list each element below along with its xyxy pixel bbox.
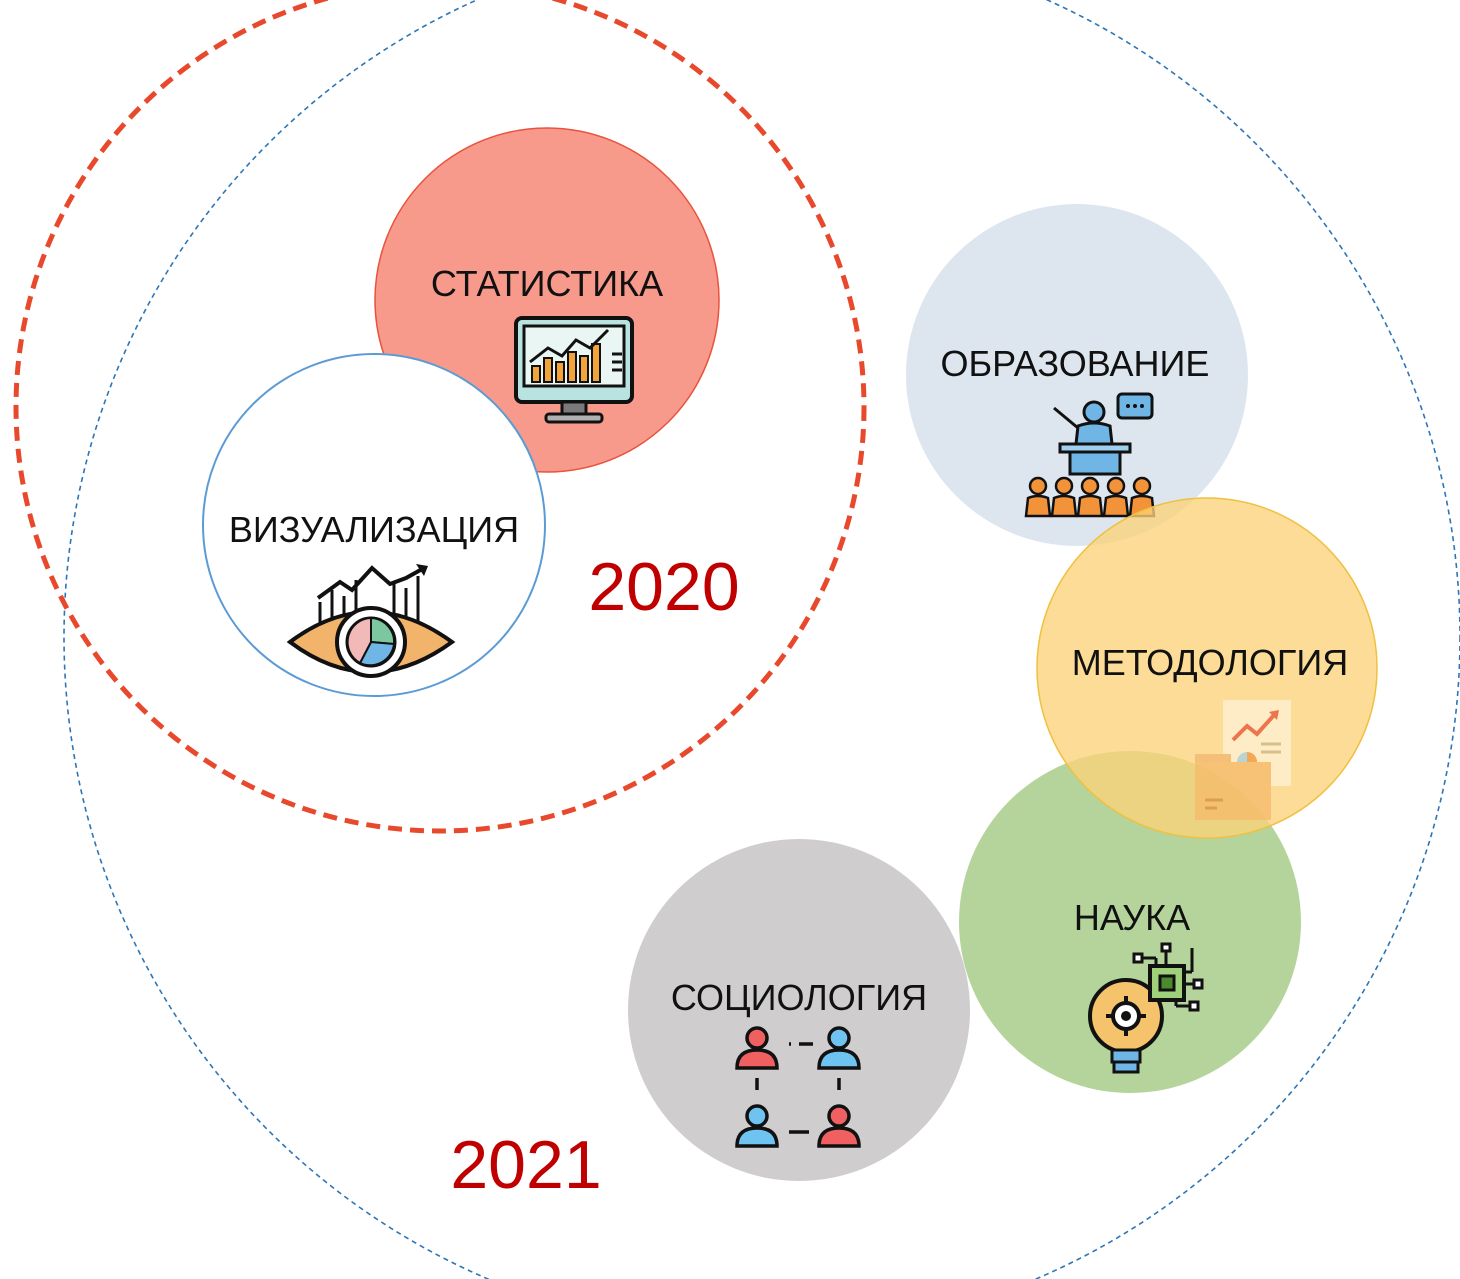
topic-sociologia: СОЦИОЛОГИЯ [628, 839, 970, 1181]
people-network-icon [735, 1026, 861, 1148]
topic-metodologia: МЕТОДОЛОГИЯ [1036, 497, 1378, 839]
lightbulb-chip-icon [1088, 942, 1204, 1074]
monitor-chart-icon [514, 316, 634, 424]
year-2020-boundary [13, 0, 867, 834]
topic-vizualizacia-label: ВИЗУАЛИЗАЦИЯ [229, 509, 519, 550]
topic-obrazovanie-circle [906, 204, 1248, 546]
year-2020-label: 2020 [588, 549, 739, 625]
topic-vizualizacia-circle [202, 353, 546, 697]
topic-metodologia-circle [1036, 497, 1378, 839]
topic-sociologia-circle [628, 839, 970, 1181]
topic-obrazovanie: ОБРАЗОВАНИЕ [906, 204, 1248, 546]
topic-metodologia-label: МЕТОДОЛОГИЯ [1072, 642, 1349, 683]
folder-report-icon [1195, 700, 1291, 820]
topic-statistika-label: СТАТИСТИКА [431, 263, 663, 304]
year-2021-label: 2021 [450, 1127, 601, 1203]
topic-obrazovanie-label: ОБРАЗОВАНИЕ [941, 343, 1210, 384]
topic-vizualizacia: ВИЗУАЛИЗАЦИЯ [202, 353, 546, 697]
topic-sociologia-label: СОЦИОЛОГИЯ [671, 977, 927, 1018]
eye-chart-icon [286, 564, 456, 678]
topic-nauka-label: НАУКА [1074, 897, 1190, 938]
lecture-audience-icon [1024, 392, 1156, 518]
